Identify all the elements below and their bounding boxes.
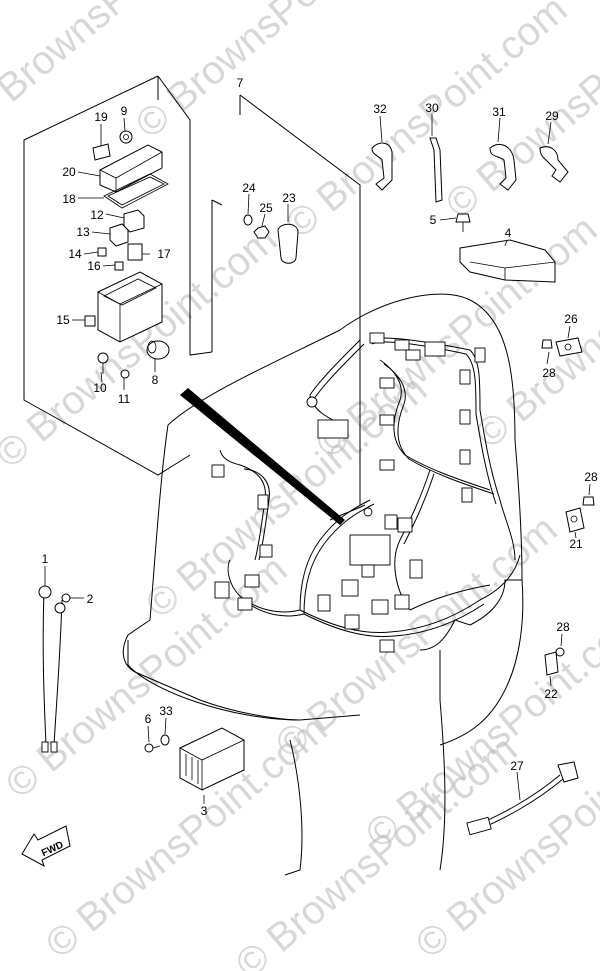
part-label-12[interactable]: 12 [90,208,104,222]
part-label-14[interactable]: 14 [68,247,82,261]
part-label-24[interactable]: 24 [242,181,256,195]
left-side-parts: FWD [21,585,245,868]
part-label-11[interactable]: 11 [118,392,131,406]
part-label-30[interactable]: 30 [425,101,439,115]
part-label-27[interactable]: 27 [510,759,524,773]
leader-lines [44,114,591,804]
part-label-26[interactable]: 26 [564,312,578,326]
harness-connectors [211,332,486,653]
part-label-6[interactable]: 6 [145,712,152,726]
part-label-20[interactable]: 20 [62,165,76,179]
part-label-2[interactable]: 2 [87,592,94,606]
part-label-10[interactable]: 10 [93,381,107,395]
pointer-wedge [180,388,345,525]
part-label-17[interactable]: 17 [157,247,171,261]
part-label-23[interactable]: 23 [282,191,296,205]
part-label-16[interactable]: 16 [87,259,101,273]
exploded-box-frame [23,75,361,505]
part-label-5[interactable]: 5 [430,213,437,227]
part-label-25[interactable]: 25 [259,201,273,215]
part-label-9[interactable]: 9 [121,104,128,118]
watermark-text: © BrownsPoint.com [308,207,600,467]
part-label-18[interactable]: 18 [62,192,76,206]
part-label-21[interactable]: 21 [569,537,583,551]
part-label-22[interactable]: 22 [544,687,558,701]
part-label-29[interactable]: 29 [545,109,559,123]
part-label-28-lower[interactable]: 28 [556,620,570,634]
part-label-3[interactable]: 3 [201,804,208,818]
part-label-15[interactable]: 15 [56,313,70,327]
part-label-19[interactable]: 19 [94,110,108,124]
part-label-31[interactable]: 31 [492,105,506,119]
part-label-1[interactable]: 1 [42,552,49,566]
right-side-parts [371,137,595,836]
part-label-28-middle[interactable]: 28 [584,470,598,484]
part-label-28-upper[interactable]: 28 [542,366,556,380]
engine-cover-outline [122,293,524,876]
part-label-8[interactable]: 8 [152,373,159,387]
part-label-32[interactable]: 32 [373,102,387,116]
part-label-33[interactable]: 33 [159,704,173,718]
part-label-4[interactable]: 4 [505,226,512,240]
part-number-labels: 7 9 19 20 18 12 13 14 16 17 15 10 11 8 2… [42,76,598,818]
part-label-7[interactable]: 7 [237,76,244,90]
part-label-13[interactable]: 13 [76,225,90,239]
fuse-box-parts [84,130,299,379]
